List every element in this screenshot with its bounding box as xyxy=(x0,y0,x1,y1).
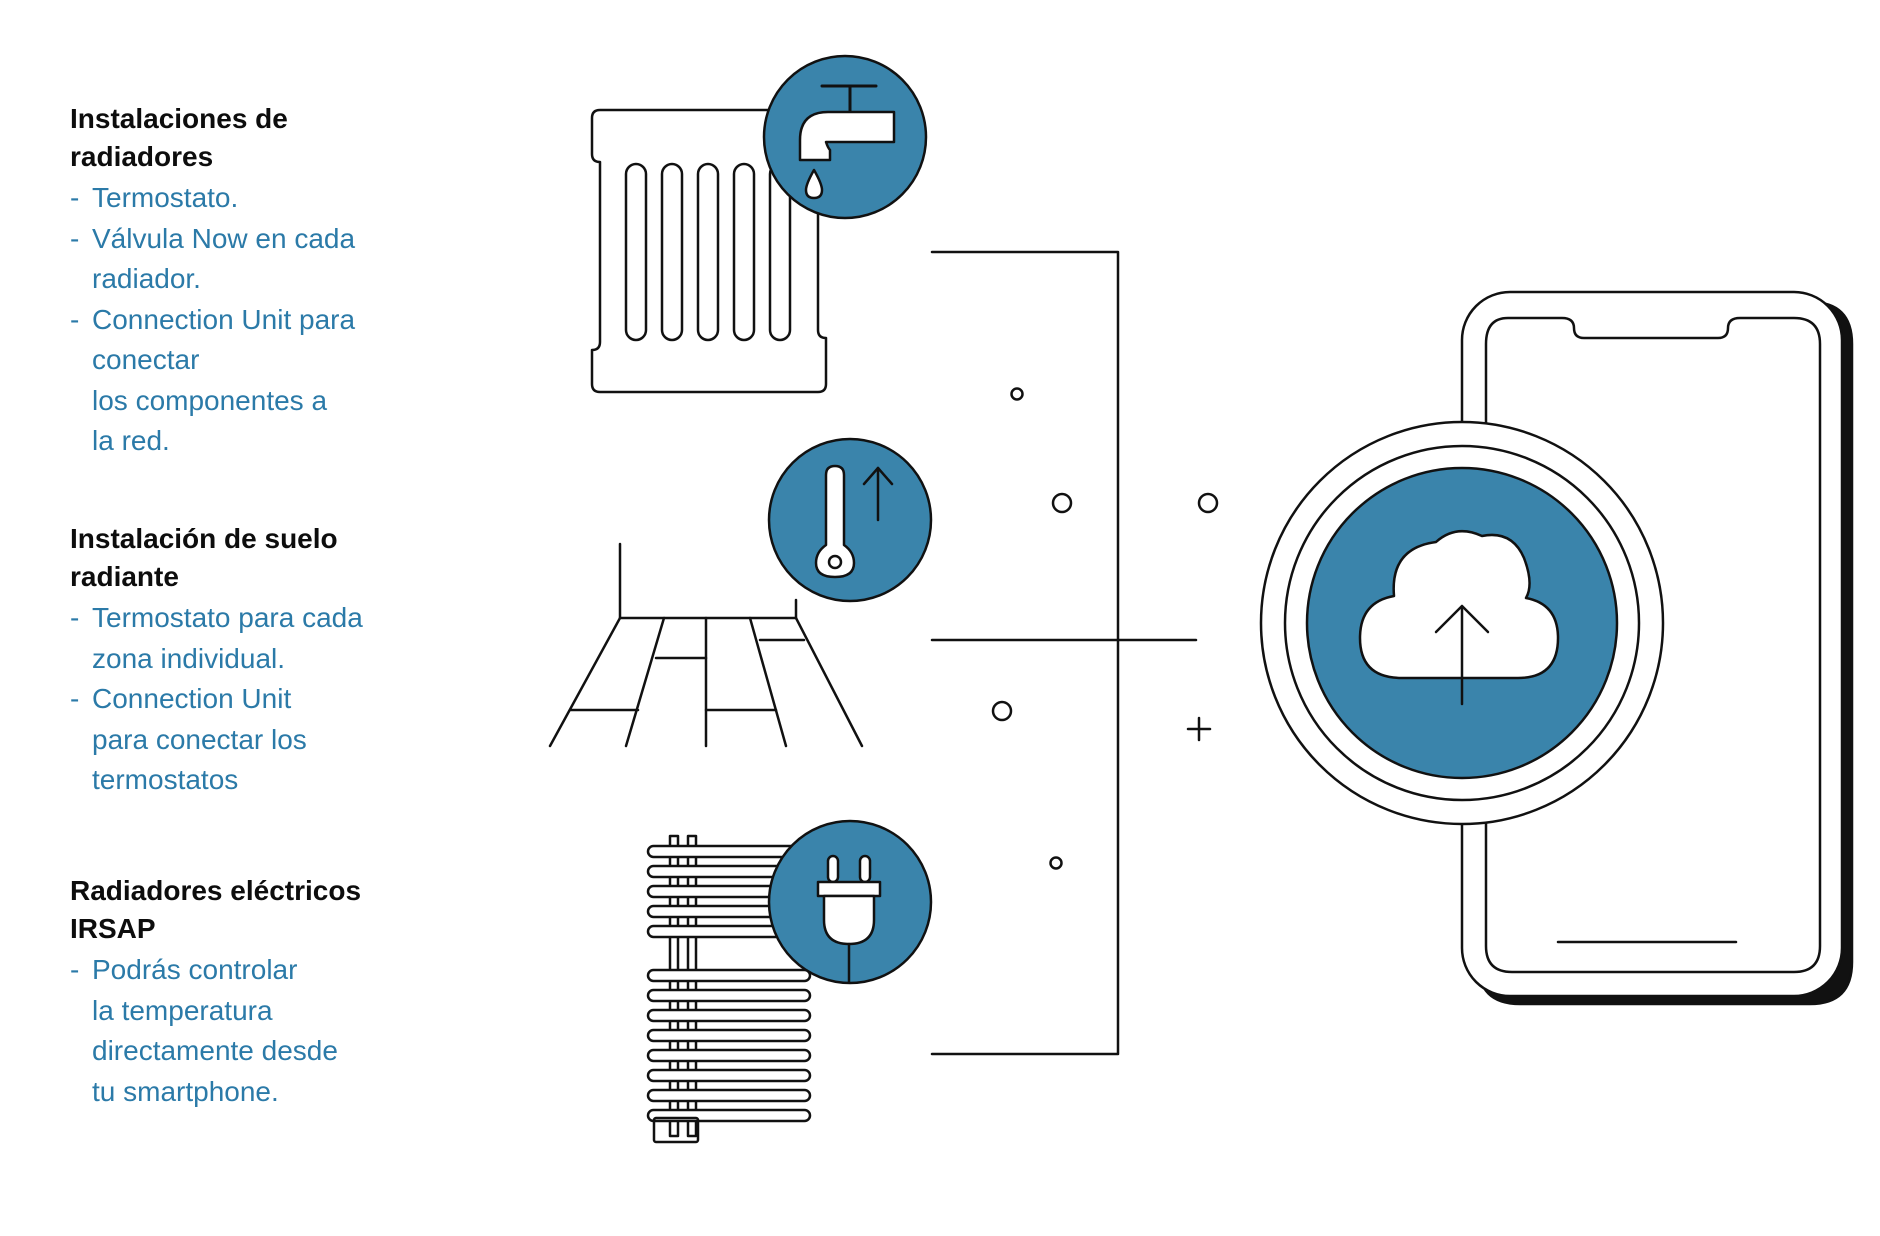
electric-plug-icon xyxy=(767,819,933,985)
towel-bar xyxy=(646,1008,812,1023)
list-item: Válvula Now en cada radiador. xyxy=(70,219,410,300)
list-item: Podrás controlar la temperatura directam… xyxy=(70,950,410,1112)
towel-bar xyxy=(646,988,812,1003)
decorative-dots xyxy=(991,387,1219,870)
thermometer-up-arrow-icon xyxy=(767,437,933,603)
floor-heating-block: Instalación de suelo radiante Termostato… xyxy=(70,520,410,801)
radiator-install-title: Instalaciones de radiadores xyxy=(70,103,288,172)
electric-radiators-block: Radiadores eléctricos IRSAP Podrás contr… xyxy=(70,872,410,1112)
faucet-water-drop-icon xyxy=(762,54,928,220)
floor-heating-list: Termostato para cada zona individual. Co… xyxy=(70,598,410,801)
towel-bar xyxy=(646,1048,812,1063)
list-item: Connection Unit para conectar los compon… xyxy=(70,300,410,462)
electric-radiators-title: Radiadores eléctricos IRSAP xyxy=(70,875,362,944)
floor-heating-title: Instalación de suelo radiante xyxy=(70,523,338,592)
electric-radiators-list: Podrás controlar la temperatura directam… xyxy=(70,950,410,1112)
cloud-upload-icon xyxy=(1259,420,1665,826)
list-item: Termostato para cada zona individual. xyxy=(70,598,410,679)
connector-lines xyxy=(930,250,1198,1056)
list-item: Connection Unit para conectar los termos… xyxy=(70,679,410,801)
towel-bar xyxy=(646,1068,812,1083)
towel-bar xyxy=(646,1088,812,1103)
towel-bar xyxy=(646,968,812,983)
towel-bar xyxy=(646,844,800,859)
towel-bar xyxy=(646,1108,812,1123)
radiator-install-block: Instalaciones de radiadores Termostato. … xyxy=(70,100,410,462)
list-item: Termostato. xyxy=(70,178,410,219)
towel-bar xyxy=(646,1028,812,1043)
underfloor-heating-illustration xyxy=(548,542,864,748)
radiator-install-list: Termostato. Válvula Now en cada radiador… xyxy=(70,178,410,462)
